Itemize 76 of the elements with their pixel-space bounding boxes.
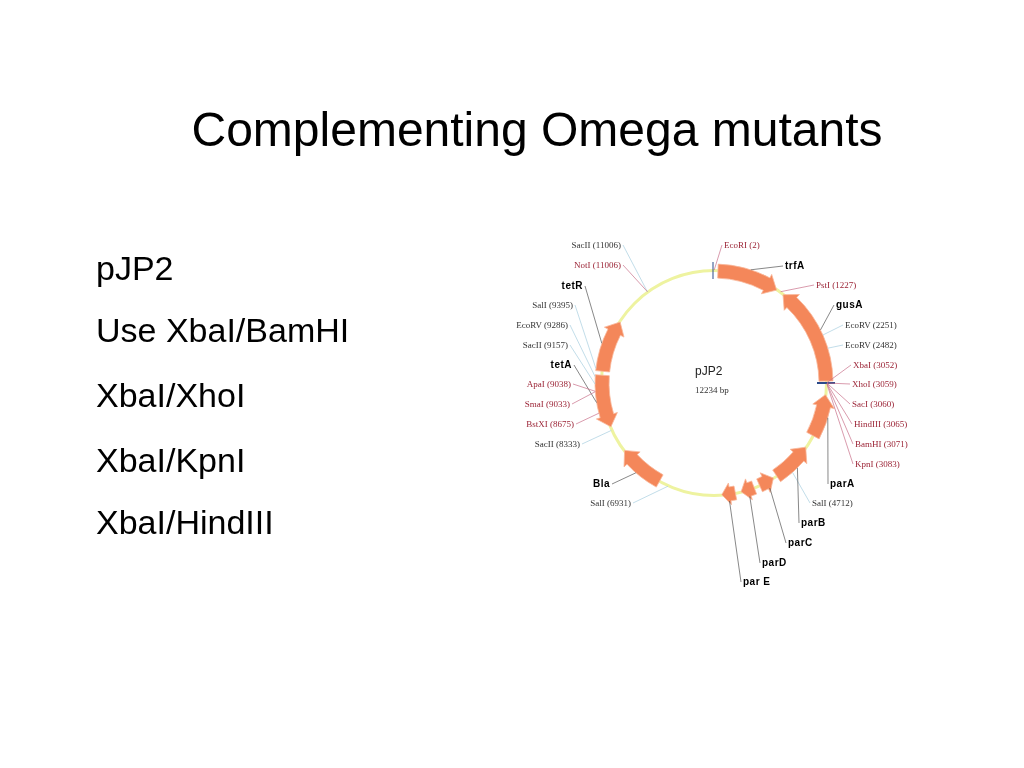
restriction-site-label: SalI (9395) [532, 299, 573, 311]
gene-label: par E [743, 576, 771, 588]
leader-line [632, 485, 669, 504]
restriction-site-label: SmaI (9033) [524, 398, 570, 410]
gene-label: parB [801, 517, 826, 529]
restriction-site-label: SacI (3060) [852, 398, 895, 410]
leader-line [713, 244, 723, 271]
leader-line [573, 364, 597, 403]
leader-line [827, 417, 829, 485]
leader-line [826, 382, 851, 405]
leader-line [575, 412, 600, 425]
list-item: XbaI/KpnI [96, 440, 246, 480]
leader-line [820, 304, 835, 331]
restriction-site-label: EcoRV (2251) [845, 319, 897, 331]
restriction-site-label: SacII (9157) [522, 339, 568, 351]
list-item: XbaI/HindIII [96, 502, 274, 542]
leader-line [581, 430, 612, 445]
restriction-site-label: XbaI (3052) [853, 359, 898, 371]
gene-feature [717, 263, 777, 295]
leader-line [826, 364, 852, 383]
restriction-site-label: ApaI (9038) [526, 378, 571, 390]
gene-label: parC [788, 537, 813, 549]
restriction-site-label: SalI (6931) [590, 497, 631, 509]
list-item: XbaI/XhoI [96, 375, 246, 415]
restriction-site-label: EcoRI (2) [724, 239, 760, 251]
slide-title: Complementing Omega mutants [190, 102, 884, 158]
restriction-site-label: EcoRV (9286) [516, 319, 568, 331]
leader-line [729, 500, 742, 583]
gene-feature [595, 321, 625, 373]
leader-line [584, 285, 603, 344]
restriction-site-label: EcoRV (2482) [845, 339, 897, 351]
gene-feature [782, 294, 834, 382]
leader-line [574, 304, 597, 369]
gene-feature [806, 394, 835, 440]
plasmid-name: pJP2 [695, 364, 723, 378]
gene-label: parD [762, 557, 787, 569]
leader-line [826, 384, 854, 465]
leader-line [792, 472, 811, 504]
gene-feature [594, 374, 618, 428]
restriction-site-label: BamHI (3071) [855, 438, 908, 450]
leader-line [826, 383, 854, 445]
leader-line [822, 324, 844, 336]
gene-label: parA [830, 478, 855, 490]
gene-label: Bla [592, 478, 610, 490]
gene-label: trfA [785, 260, 805, 272]
leader-line [571, 391, 596, 405]
leader-line [572, 383, 596, 392]
gene-label: tetR [561, 280, 583, 292]
list-item: Use XbaI/BamHI [96, 310, 350, 350]
leader-line [769, 487, 787, 544]
restriction-site-label: KpnI (3083) [855, 458, 900, 470]
leader-line [827, 344, 844, 349]
leader-line [780, 284, 815, 293]
restriction-site-label: PstI (1227) [816, 279, 857, 291]
leader-line [749, 496, 761, 564]
gene-label: gusA [836, 299, 863, 311]
restriction-site-label: HindIII (3065) [854, 418, 908, 430]
restriction-site-label: XhoI (3059) [852, 378, 897, 390]
leader-line [826, 383, 853, 425]
leader-line [797, 467, 800, 524]
restriction-site-label: BstXI (8675) [526, 418, 574, 430]
gene-label: tetA [550, 359, 572, 371]
list-item: pJP2 [96, 248, 174, 288]
gene-feature [721, 482, 738, 506]
leader-line [622, 264, 648, 293]
leader-line [569, 324, 596, 378]
restriction-site-label: NotI (11006) [574, 259, 621, 271]
restriction-site-label: SacII (11006) [571, 239, 621, 251]
leader-line [569, 344, 596, 385]
leader-line [622, 244, 648, 293]
plasmid-size: 12234 bp [695, 385, 729, 396]
leader-line [750, 265, 784, 271]
leader-line [826, 382, 851, 385]
leader-line [611, 472, 637, 485]
restriction-site-label: SalI (4712) [812, 497, 853, 509]
restriction-site-label: SacII (8333) [534, 438, 580, 450]
